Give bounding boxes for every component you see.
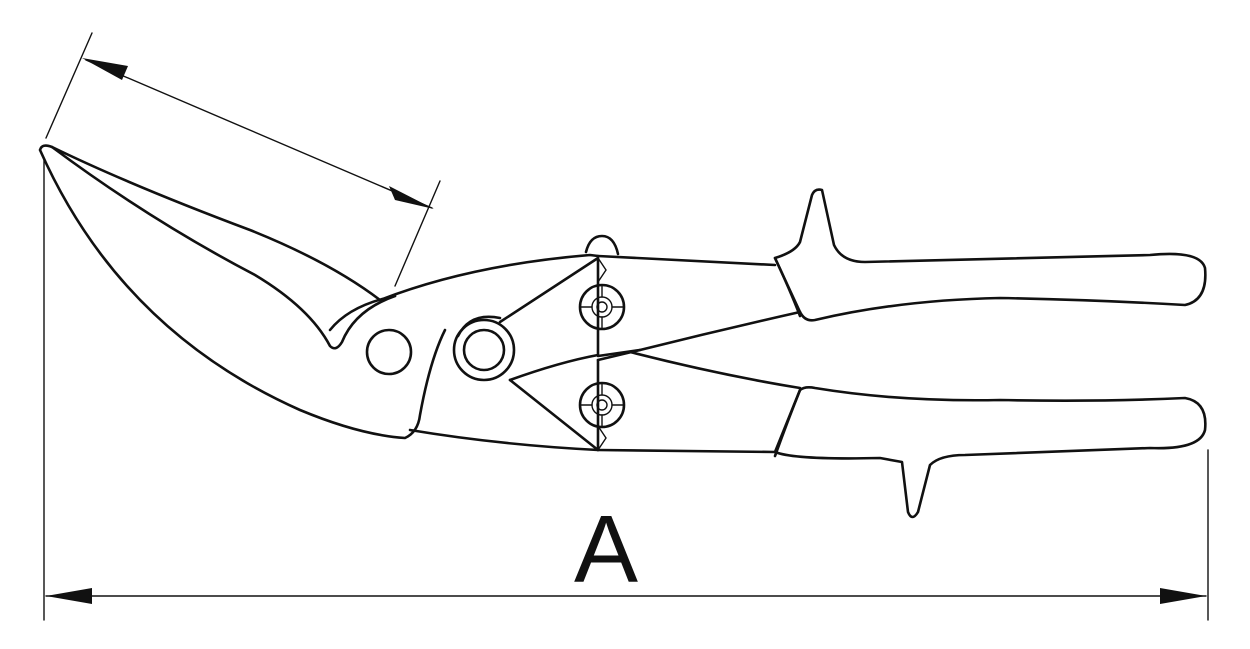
overall-dimension-arrow-right [1160, 588, 1206, 604]
lower-grip [773, 386, 1207, 519]
overall-length-dimension: A [43, 159, 1209, 621]
lower-handle-metal [596, 350, 802, 454]
overall-dimension-arrow-left [46, 588, 92, 604]
upper-grip [773, 188, 1207, 322]
blade-extension-line-pivot [394, 180, 441, 287]
blade-dimension-line [85, 59, 433, 209]
lower-blade [38, 144, 447, 440]
blade-dimension-arrow-right [389, 186, 434, 209]
pivot-rivet [365, 328, 413, 376]
upper-plate-notch [597, 257, 607, 283]
upper-handle-metal [596, 254, 802, 362]
link-rivet-outer [452, 318, 516, 382]
blade-extension-line-tip [45, 32, 93, 139]
blade-dimension-arrow-left [82, 58, 128, 80]
lower-grip-collar [773, 388, 802, 458]
dimension-label-a: A [574, 496, 638, 603]
lower-jaw-body [408, 428, 600, 452]
lower-spacer-rivet [578, 381, 626, 429]
upper-grip-collar [773, 256, 802, 318]
upper-blade [50, 145, 397, 350]
blade-length-dimension [45, 32, 441, 287]
upper-jaw-body [328, 253, 600, 332]
snips-outline [38, 144, 1207, 519]
lower-plate-notch [597, 425, 607, 451]
link-rivet-inner [462, 328, 506, 372]
pivot-cap [584, 234, 620, 256]
link-rivet-cover [456, 315, 502, 338]
upper-spacer-rivet [578, 283, 626, 331]
